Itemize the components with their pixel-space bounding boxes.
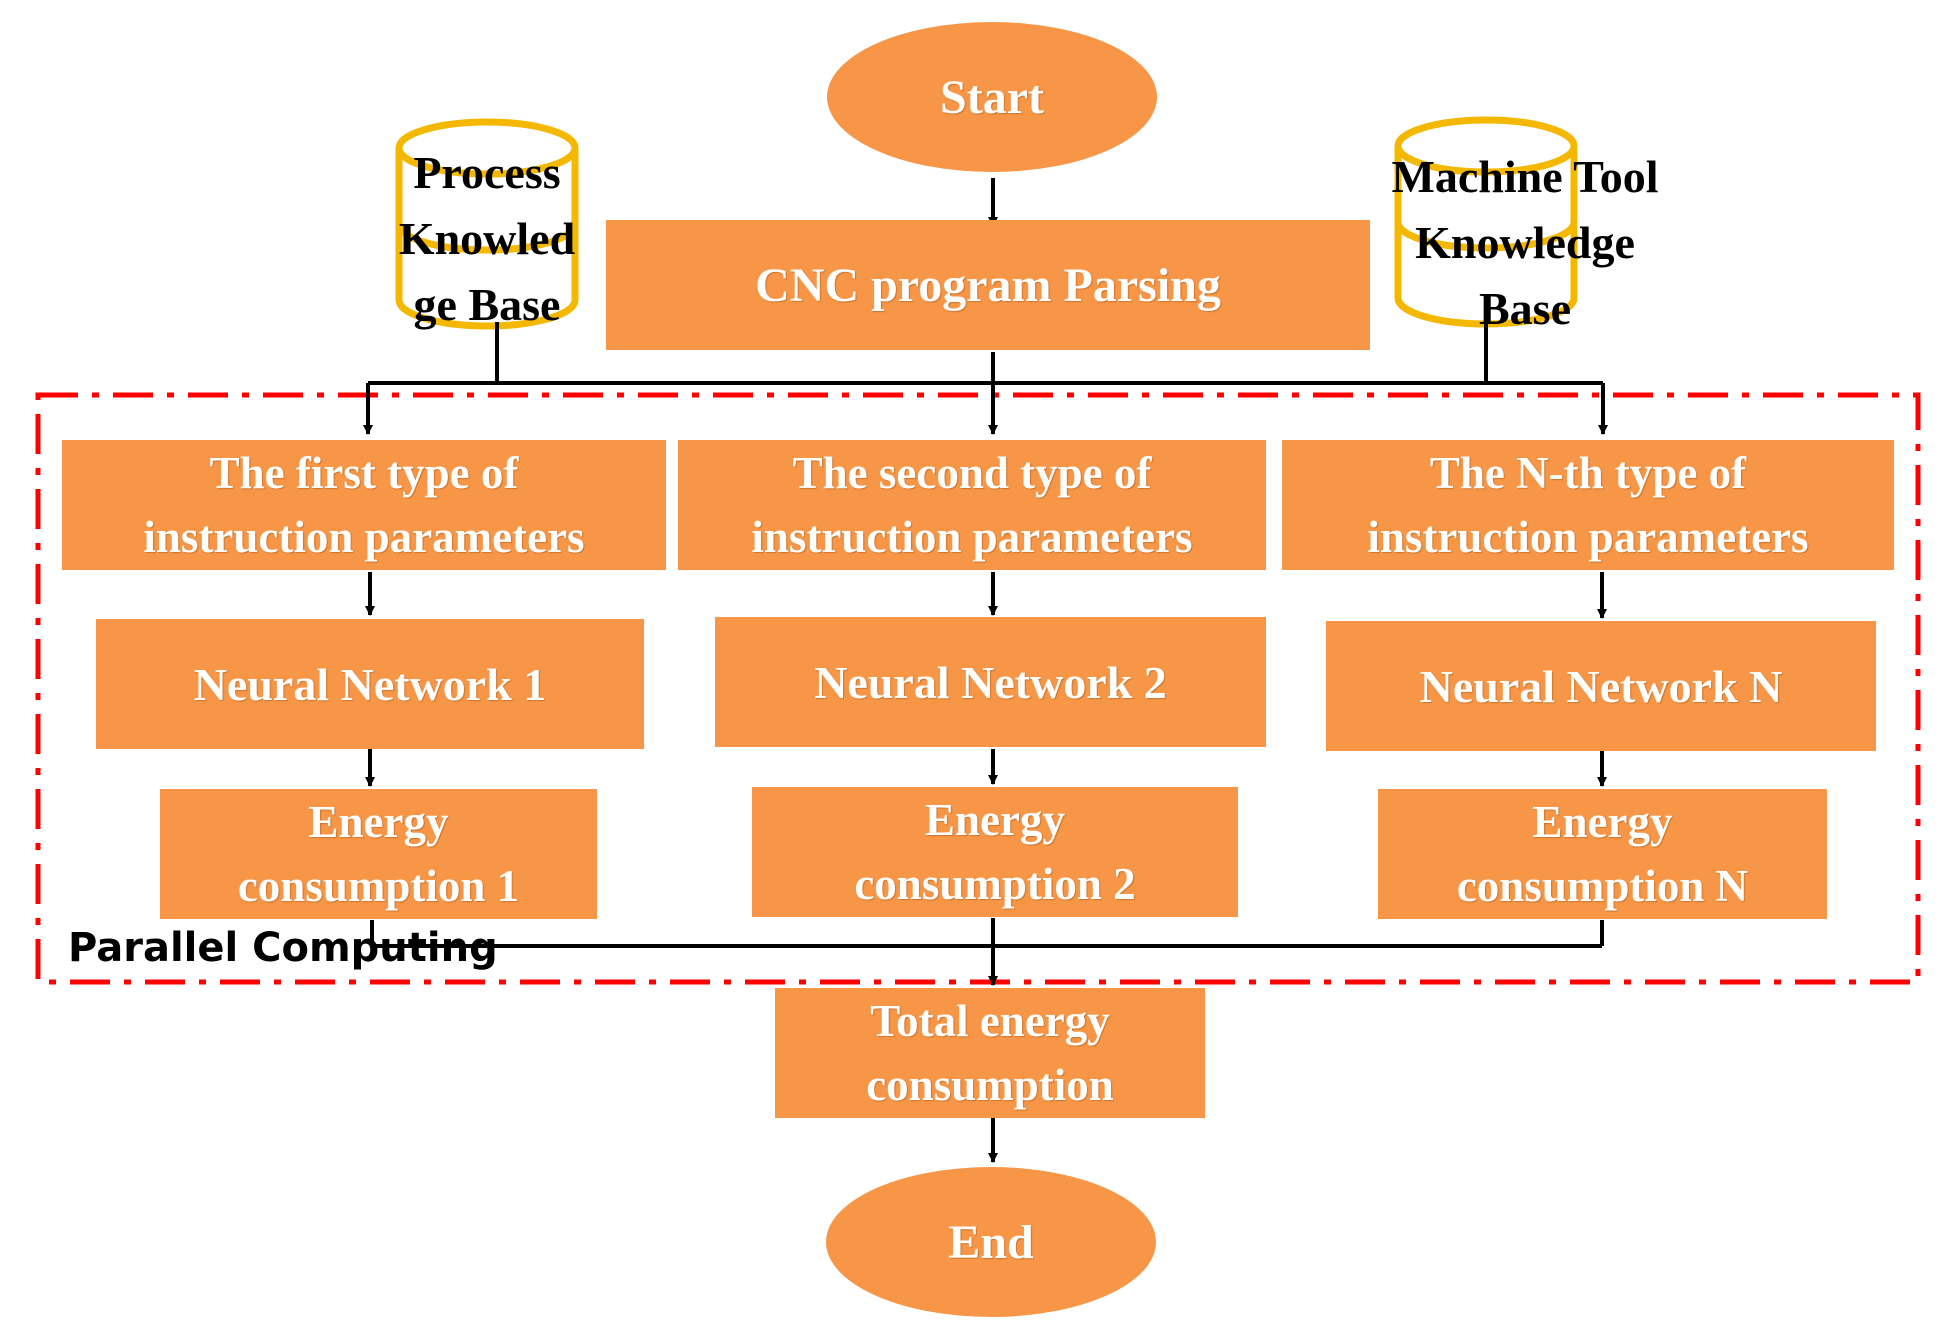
total-energy-step: Total energy consumption <box>775 988 1205 1118</box>
end-terminal: End <box>826 1167 1156 1317</box>
parse-step: CNC program Parsing <box>606 220 1370 350</box>
typeN-label: The N-th type of instruction parameters <box>1367 448 1809 562</box>
end-label: End <box>948 1215 1034 1269</box>
parse-label: CNC program Parsing <box>755 258 1221 312</box>
process-knowledge-base-label: Process Knowled ge Base <box>398 147 576 330</box>
nnN-label: Neural Network N <box>1419 660 1783 712</box>
typeN-step: The N-th type of instruction parameters <box>1282 440 1894 570</box>
nn1-label: Neural Network 1 <box>193 658 547 710</box>
energy1-step: Energy consumption 1 <box>160 789 597 919</box>
machine-knowledge-base-label: Machine Tool Knowledge Base <box>1391 151 1659 334</box>
parallel-computing-label: Parallel Computing <box>68 925 498 971</box>
nn2-label: Neural Network 2 <box>814 656 1167 708</box>
energy1-label: Energy consumption 1 <box>237 797 520 911</box>
type1-step: The first type of instruction parameters <box>62 440 666 570</box>
type2-step: The second type of instruction parameter… <box>678 440 1266 570</box>
process-database-icon <box>395 118 579 330</box>
energyN-step: Energy consumption N <box>1378 789 1827 919</box>
nn1-step: Neural Network 1 <box>96 619 644 749</box>
energy2-label: Energy consumption 2 <box>854 795 1136 909</box>
energyN-label: Energy consumption N <box>1456 797 1749 911</box>
parallel-computing-border <box>35 392 1921 985</box>
start-terminal: Start <box>827 22 1157 172</box>
nn2-step: Neural Network 2 <box>715 617 1266 747</box>
start-label: Start <box>940 70 1044 124</box>
energy2-step: Energy consumption 2 <box>752 787 1238 917</box>
nnN-step: Neural Network N <box>1326 621 1876 751</box>
total-energy-label: Total energy consumption <box>866 996 1114 1110</box>
type1-label: The first type of instruction parameters <box>143 448 585 562</box>
type2-label: The second type of instruction parameter… <box>751 448 1193 562</box>
